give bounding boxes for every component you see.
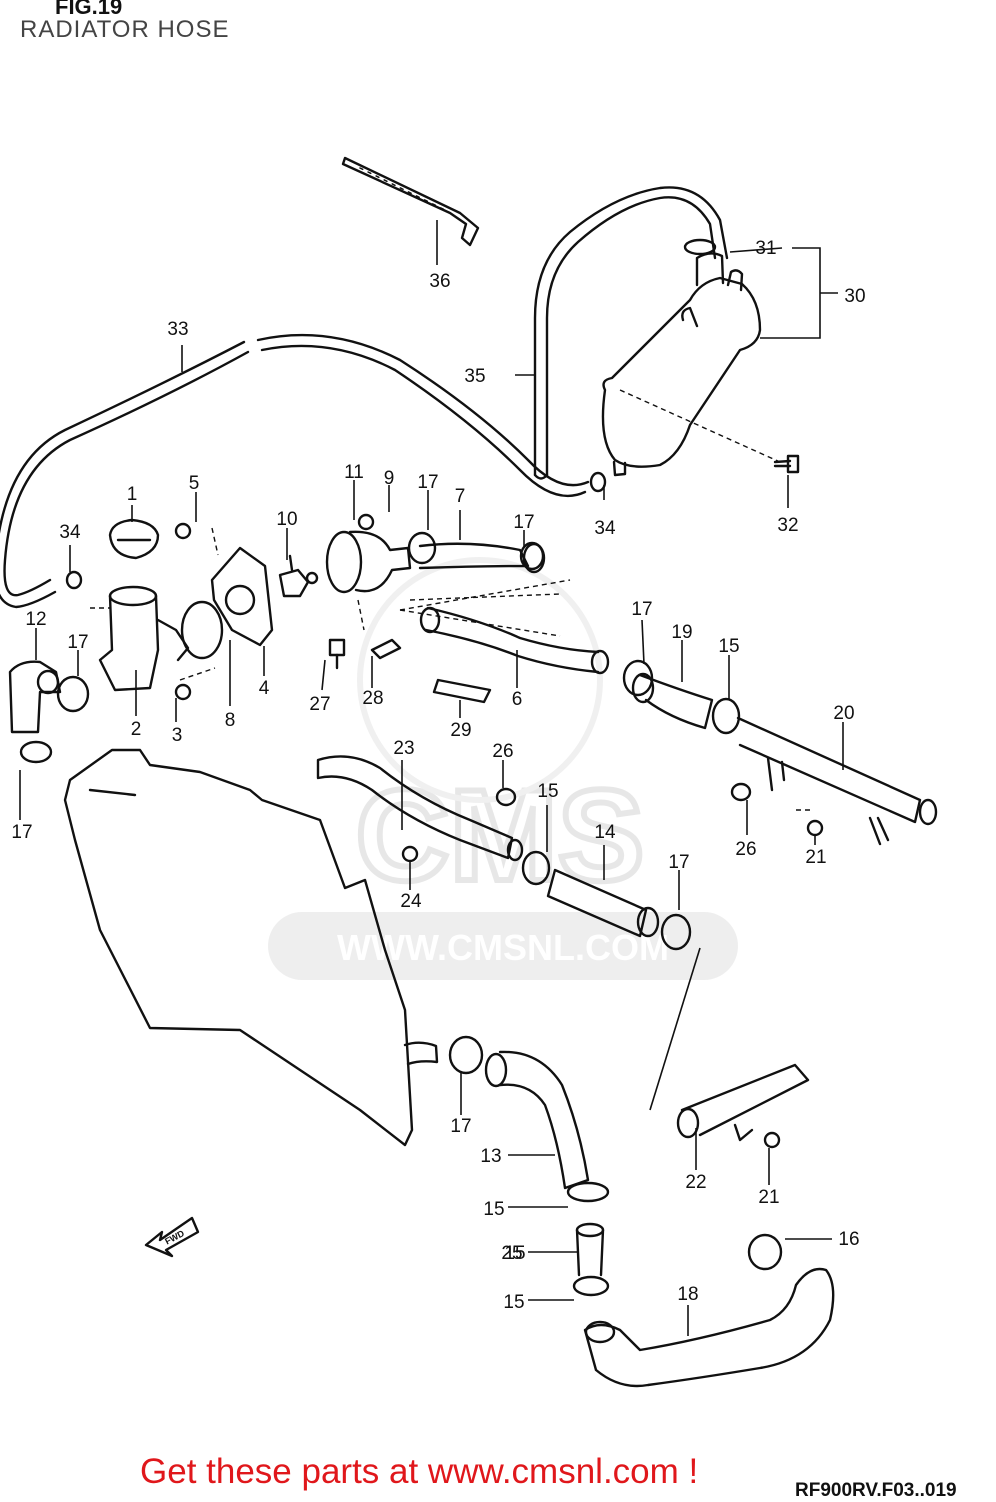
hose-clamps <box>19 471 783 1297</box>
callout-34: 34 <box>59 522 81 543</box>
callout-17: 17 <box>67 632 88 653</box>
part-12-hose <box>8 660 62 734</box>
callout-21: 21 <box>805 847 826 868</box>
callout-31: 31 <box>755 238 776 259</box>
callout-22: 22 <box>685 1172 706 1193</box>
part-9-thermostat-outlet <box>325 530 412 594</box>
part-10-thermostat <box>278 554 319 598</box>
part-4-housing <box>210 546 274 647</box>
watermark-url: WWW.CMSNL.COM <box>337 927 669 968</box>
callout-15: 15 <box>503 1292 524 1313</box>
watermark: WWW.CMSNL.COM CMS <box>268 557 738 980</box>
callout-15: 15 <box>537 781 558 802</box>
callout-4: 4 <box>259 678 270 699</box>
part-32-bolt <box>773 454 800 474</box>
callout-27: 27 <box>309 694 330 715</box>
callout-26: 26 <box>492 741 513 762</box>
callout-11: 11 <box>344 462 364 483</box>
callout-34: 34 <box>594 518 616 539</box>
callout-23: 23 <box>393 738 414 759</box>
part-33-overflow-hose <box>0 333 590 609</box>
callout-33: 33 <box>167 319 188 340</box>
callout-9: 9 <box>384 468 395 489</box>
part-22-pipe <box>676 1063 810 1142</box>
get-parts-link[interactable]: Get these parts at www.cmsnl.com ! <box>140 1452 699 1491</box>
watermark-emblem <box>357 557 603 803</box>
callout-18: 18 <box>677 1284 698 1305</box>
callout-21: 21 <box>758 1187 779 1208</box>
figure-title: RADIATOR HOSE <box>20 16 230 43</box>
callout-24: 24 <box>400 891 422 912</box>
part-28-bracket <box>370 638 402 660</box>
callout-15: 15 <box>504 1243 525 1264</box>
callout-26: 26 <box>735 839 756 860</box>
callout-19: 19 <box>671 622 692 643</box>
callout-35: 35 <box>464 366 485 387</box>
part-29-label <box>432 678 492 704</box>
callout-30: 30 <box>844 286 865 307</box>
callout-5: 5 <box>189 473 200 494</box>
part-14-hose <box>546 868 660 938</box>
callout-15: 15 <box>483 1199 504 1220</box>
callout-17: 17 <box>513 512 534 533</box>
part-25-joint <box>575 1222 605 1277</box>
callout-16: 16 <box>838 1229 859 1250</box>
callout-20: 20 <box>833 703 854 724</box>
callout-1: 1 <box>127 484 138 505</box>
figure-number: FIG.19 <box>55 0 123 19</box>
callout-15: 15 <box>718 636 739 657</box>
part-8-gasket <box>180 600 224 660</box>
callout-12: 12 <box>25 609 46 630</box>
diagram-code: RF900RV.F03..019 <box>795 1480 957 1501</box>
callout-17: 17 <box>417 472 438 493</box>
callout-6: 6 <box>512 689 523 710</box>
callout-3: 3 <box>172 725 183 746</box>
callout-36: 36 <box>429 271 450 292</box>
callout-17: 17 <box>631 599 652 620</box>
part-19-hose <box>631 672 714 730</box>
part-18-hose <box>583 1267 835 1388</box>
part-6-hose <box>419 606 610 675</box>
part-2-filler-neck <box>98 585 190 692</box>
part-13-hose <box>484 1050 590 1190</box>
part-1-radiator-cap <box>108 518 160 560</box>
part-35-breather-hose <box>533 186 729 480</box>
callout-2: 2 <box>131 719 142 740</box>
fwd-arrow-icon <box>144 1216 200 1258</box>
radiator <box>63 748 439 1147</box>
callout-14: 14 <box>594 822 616 843</box>
callout-32: 32 <box>777 515 798 536</box>
callout-13: 13 <box>480 1146 501 1167</box>
part-23-pipe <box>316 755 524 862</box>
part-30-reservoir-tank <box>601 238 762 477</box>
callout-25: 25 <box>501 1243 522 1264</box>
callout-17: 17 <box>11 822 32 843</box>
small-bolts <box>174 513 824 1149</box>
callout-29: 29 <box>450 720 471 741</box>
callout-10: 10 <box>276 509 297 530</box>
part-20-pipe <box>736 716 938 846</box>
callout-17: 17 <box>668 852 689 873</box>
callout-8: 8 <box>225 710 236 731</box>
part-27-sensor <box>328 638 346 670</box>
part-36-strap <box>341 156 480 247</box>
callout-7: 7 <box>455 486 466 507</box>
callout-17: 17 <box>450 1116 471 1137</box>
callout-28: 28 <box>362 688 383 709</box>
